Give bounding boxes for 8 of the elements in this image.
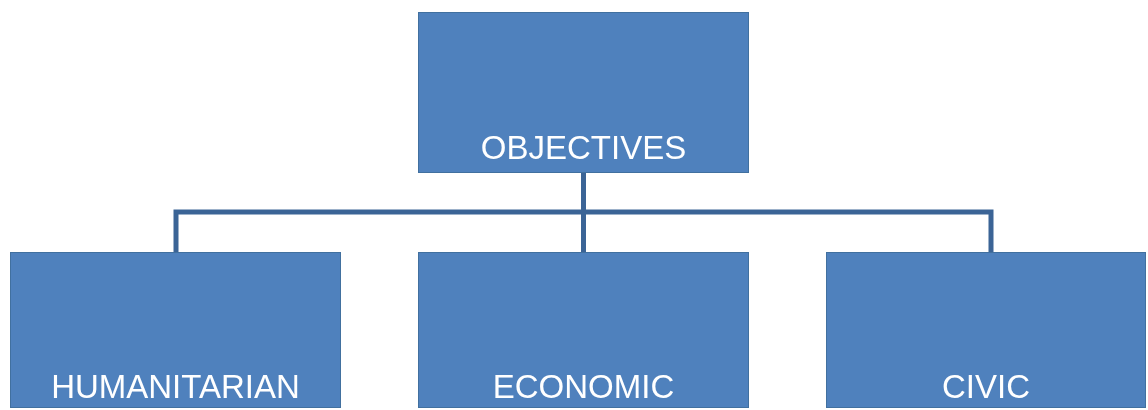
process-box xyxy=(418,252,749,408)
process-box xyxy=(418,12,749,173)
box-label: CIVIC xyxy=(942,368,1030,405)
box-label: HUMANITARIAN xyxy=(51,368,300,405)
process-box xyxy=(10,252,341,408)
box-label: OBJECTIVES xyxy=(480,129,687,166)
box-label: ECONOMIC xyxy=(492,368,675,405)
process-box xyxy=(826,252,1146,408)
